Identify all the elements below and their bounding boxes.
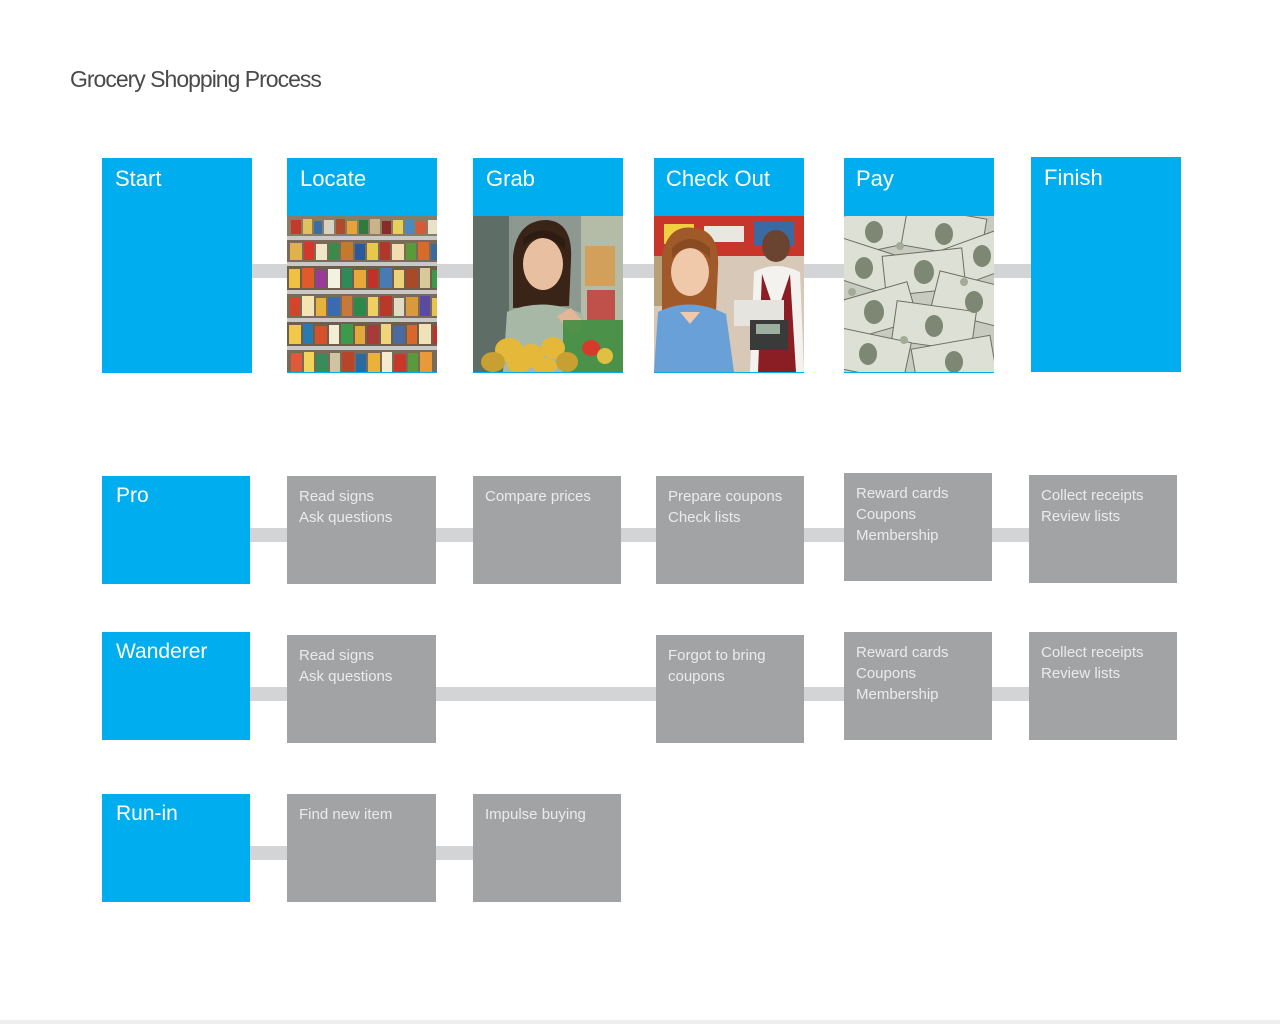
connector — [250, 528, 1030, 542]
cell-text: Prepare coupons Check lists — [668, 488, 783, 526]
grocery-shelves-photo — [287, 216, 437, 372]
stage-finish: Finish — [1031, 157, 1181, 372]
cell-text: Collect receipts Review lists — [1041, 487, 1144, 525]
stage-locate: Locate — [287, 158, 437, 373]
persona-run-in: Run-in — [102, 794, 250, 902]
stage-start: Start — [102, 158, 252, 373]
stage-pay: Pay — [844, 158, 994, 373]
persona-label: Wanderer — [116, 640, 208, 663]
stage-label: Pay — [856, 166, 894, 191]
stage-label: Start — [115, 166, 162, 191]
woman-picking-produce-photo — [473, 216, 623, 372]
cell-text: Collect receipts Review lists — [1041, 644, 1144, 682]
run-in-grab-cell: Impulse buying — [473, 794, 621, 902]
stage-label: Check Out — [666, 166, 770, 191]
persona-wanderer: Wanderer — [102, 632, 250, 740]
wanderer-check-out-cell: Forgot to bring coupons — [656, 635, 804, 743]
pro-finish-cell: Collect receipts Review lists — [1029, 475, 1177, 583]
stage-check-out: Check Out — [654, 158, 804, 373]
cell-text: Read signs Ask questions — [299, 488, 393, 526]
persona-label: Run-in — [116, 802, 178, 825]
wanderer-pay-cell: Reward cards Coupons Membership — [844, 632, 992, 740]
cell-text: Find new item — [299, 806, 393, 823]
stage-label: Locate — [300, 166, 367, 191]
wanderer-finish-cell: Collect receipts Review lists — [1029, 632, 1177, 740]
stage-label: Grab — [486, 166, 535, 191]
cell-text: Reward cards Coupons Membership — [856, 644, 949, 703]
bottom-divider — [0, 1020, 1280, 1024]
cell-text: Forgot to bring coupons — [668, 647, 766, 685]
stage-label: Finish — [1044, 165, 1103, 190]
persona-pro: Pro — [102, 476, 250, 584]
connector — [252, 264, 1031, 278]
run-in-locate-cell: Find new item — [287, 794, 436, 902]
cell-text: Read signs Ask questions — [299, 647, 393, 685]
page-title: Grocery Shopping Process — [70, 66, 322, 92]
pro-locate-cell: Read signs Ask questions — [287, 476, 436, 584]
cell-text: Impulse buying — [485, 806, 586, 823]
cell-text: Compare prices — [485, 488, 591, 505]
pro-check-out-cell: Prepare coupons Check lists — [656, 476, 804, 584]
cell-text: Reward cards Coupons Membership — [856, 485, 949, 544]
dollar-bills-photo — [844, 216, 994, 372]
cashier-and-customer-photo — [654, 216, 804, 372]
persona-label: Pro — [116, 484, 149, 507]
pro-grab-cell: Compare prices — [473, 476, 621, 584]
pro-pay-cell: Reward cards Coupons Membership — [844, 473, 992, 581]
stage-grab: Grab — [473, 158, 623, 373]
connector — [250, 687, 1030, 701]
wanderer-locate-cell: Read signs Ask questions — [287, 635, 436, 743]
